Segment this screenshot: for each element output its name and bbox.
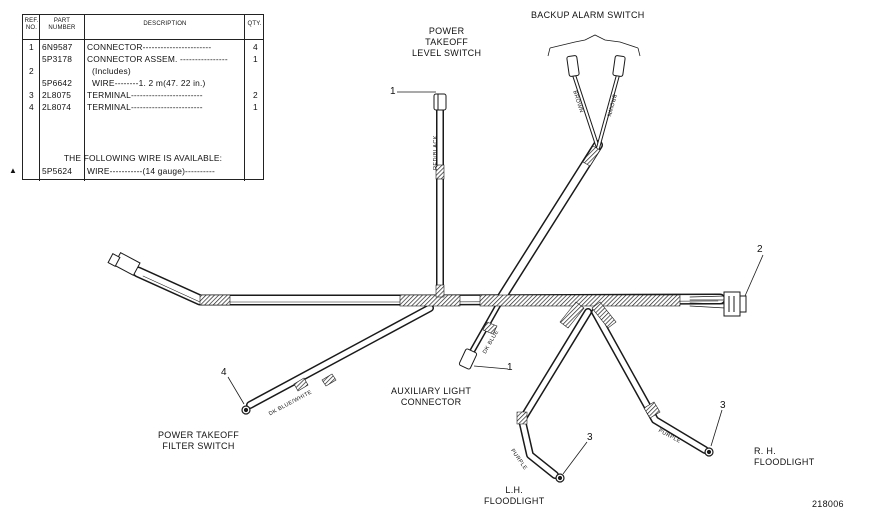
ref-number: 4: [221, 367, 227, 378]
header-ref-no: REF. NO.: [24, 18, 39, 31]
ref-number: 1: [390, 86, 396, 97]
harness-tape: [199, 145, 681, 425]
row-qty: 1: [253, 54, 258, 64]
tape-segment: [199, 294, 231, 306]
row-description: (Includes): [87, 66, 131, 76]
note-description: WIRE-----------(14 gauge)----------: [87, 166, 215, 176]
row-description: TERMINAL------------------------: [87, 90, 203, 100]
ref-number: 3: [587, 432, 593, 443]
ref-number: 1: [507, 362, 513, 373]
left-connector: [107, 251, 141, 277]
callout-power-takeoff-level-switch: POWER TAKEOFF LEVEL SWITCH: [412, 26, 482, 58]
row-qty: 2: [253, 90, 258, 100]
tape-segment: [321, 373, 337, 387]
row-part-number: 6N9587: [42, 42, 73, 52]
row-qty: 4: [253, 42, 258, 52]
table-divider: [244, 15, 245, 181]
row-qty: 1: [253, 102, 258, 112]
aux-light-connector-shape: [458, 348, 478, 370]
leader-lines: [227, 34, 764, 475]
header-qty: QTY.: [247, 21, 262, 27]
tape-segment: [643, 401, 661, 419]
row-description: WIRE--------1. 2 m(47. 22 in.): [87, 78, 206, 88]
tape-segment: [559, 301, 585, 329]
note-marker: ▲: [9, 166, 18, 175]
branch-backup-alarm: [495, 73, 620, 305]
callout-power-takeoff-filter-switch: POWER TAKEOFF FILTER SWITCH: [158, 430, 240, 451]
branch-lh-floodlight: [518, 308, 592, 479]
wire-label-red-black: RED/BLACK: [433, 135, 439, 170]
row-ref: 4: [29, 102, 34, 112]
tape-segment: [435, 164, 445, 180]
row-part-number: 2L8074: [42, 102, 72, 112]
terminals: [241, 405, 714, 483]
branch-rh-floodlight: [591, 308, 709, 454]
table-divider: [84, 15, 85, 181]
table-note: THE FOLLOWING WIRE IS AVAILABLE:: [63, 153, 223, 163]
row-ref: 2: [29, 66, 34, 76]
table-divider: [39, 15, 40, 181]
tape-segment: [399, 294, 461, 307]
row-description: CONNECTOR ASSEM. ----------------: [87, 54, 228, 64]
row-part-number: 5P3178: [42, 54, 73, 64]
parts-table: REF. NO. PART NUMBER DESCRIPTION QTY. 1 …: [9, 14, 264, 181]
tape-segment: [591, 301, 617, 329]
level-switch-connector: [433, 93, 447, 111]
callout-rh-floodlight: R. H. FLOODLIGHT: [754, 446, 815, 467]
header-description: DESCRIPTION: [143, 21, 187, 27]
row-ref: 3: [29, 90, 34, 100]
ref-number: 3: [720, 400, 726, 411]
tape-segment: [479, 294, 681, 307]
tape-segment: [435, 284, 445, 298]
row-description: CONNECTOR-----------------------: [87, 42, 212, 52]
callout-auxiliary-light-connector: AUXILIARY LIGHT CONNECTOR: [391, 386, 472, 407]
branch-filter-switch: [246, 304, 434, 409]
row-description: TERMINAL------------------------: [87, 102, 203, 112]
connector-wires: [689, 295, 726, 309]
tape-segment: [516, 411, 528, 425]
header-part-number: PART NUMBER: [48, 18, 76, 31]
row-part-number: 2L8075: [42, 90, 72, 100]
ref-number: 2: [757, 244, 763, 255]
row-ref: 1: [29, 42, 34, 52]
callout-lh-floodlight: L.H. FLOODLIGHT: [484, 485, 545, 506]
row-part-number: 5P6642: [42, 78, 73, 88]
note-part-number: 5P5624: [42, 166, 73, 176]
table-header-divider: [23, 39, 263, 40]
callout-backup-alarm-switch: BACKUP ALARM SWITCH: [531, 10, 645, 20]
tape-segment: [582, 145, 601, 167]
tape-segment: [482, 321, 498, 335]
figure-id: 218006: [812, 499, 844, 509]
main-connector: [723, 291, 747, 317]
backup-alarm-connectors: [566, 55, 626, 77]
tape-segment: [293, 377, 309, 392]
